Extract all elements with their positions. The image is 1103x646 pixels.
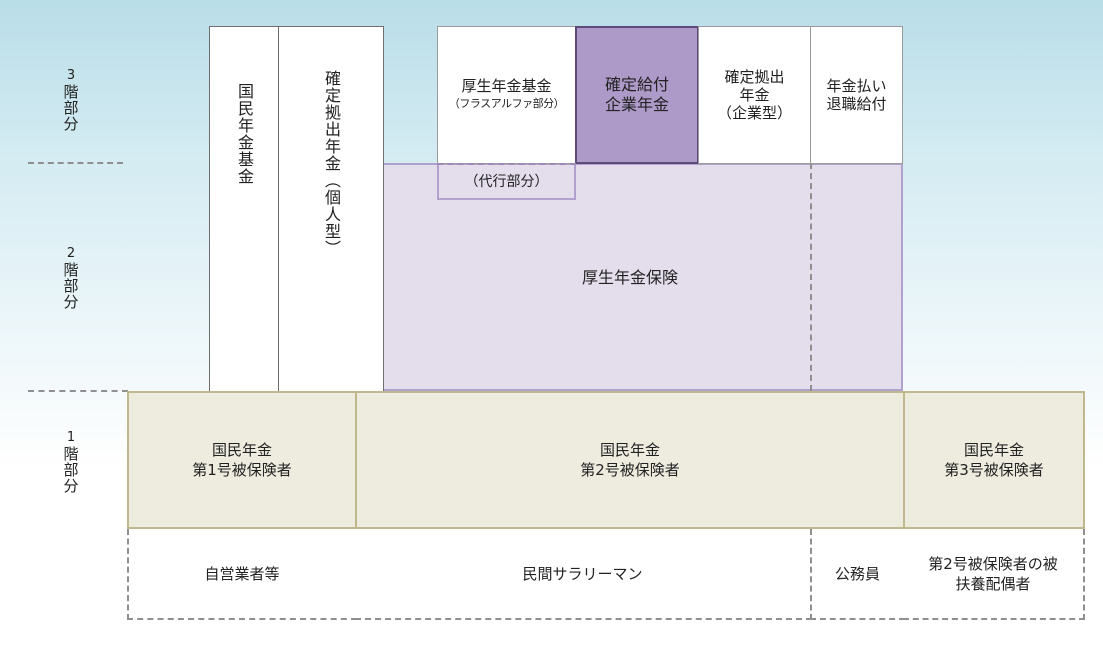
daiko-top-dash xyxy=(437,163,576,165)
kokumin-nenkin-3go-box: 国民年金 第3号被保険者 xyxy=(903,391,1085,529)
kokumin-nenkin-2go-box: 国民年金 第2号被保険者 xyxy=(355,391,905,529)
tier-separator-3-2 xyxy=(28,162,123,164)
tier-separator-2-1 xyxy=(28,390,128,392)
tier-3-label: 3 階 部 分 xyxy=(63,68,79,133)
komuin-divider-tier2 xyxy=(810,163,812,391)
nenkin-barai-box: 年金払い 退職給付 xyxy=(810,26,903,164)
category-hifuyo: 第2号被保険者の被 扶養配偶者 xyxy=(903,529,1085,620)
kosei-nenkin-kikin-label: 厚生年金基金 xyxy=(461,77,552,95)
daiko-bubun-box: （代行部分） xyxy=(437,163,576,200)
kokumin-nenkin-kikin-label: 国民年金基金 xyxy=(235,83,254,185)
kosei-nenkin-kikin-box: 厚生年金基金 （フラスアルファ部分） xyxy=(437,26,576,164)
kosei-nenkin-kikin-sub: （フラスアルファ部分） xyxy=(448,97,565,110)
category-jieigyo: 自営業者等 xyxy=(127,529,357,620)
category-minkan: 民間サラリーマン xyxy=(355,529,812,620)
kakutei-kyoshutsu-kojin-label: 確定拠出年金（個人型） xyxy=(322,69,341,257)
tier-2-label: 2 階 部 分 xyxy=(63,246,79,311)
kakutei-kyoshutsu-kojin-box: 確定拠出年金（個人型） xyxy=(278,26,384,392)
kokumin-nenkin-1go-box: 国民年金 第1号被保険者 xyxy=(127,391,357,529)
kosei-nenkin-hoken-label: 厚生年金保険 xyxy=(581,268,678,287)
kokumin-nenkin-kikin-box: 国民年金基金 xyxy=(209,26,279,392)
tier-1-label: 1 階 部 分 xyxy=(63,430,79,495)
category-komuin: 公務員 xyxy=(810,529,905,620)
kakutei-kyoshutsu-kigyo-box: 確定拠出 年金 （企業型） xyxy=(698,26,811,164)
kakutei-kyufu-box: 確定給付 企業年金 xyxy=(575,26,699,164)
